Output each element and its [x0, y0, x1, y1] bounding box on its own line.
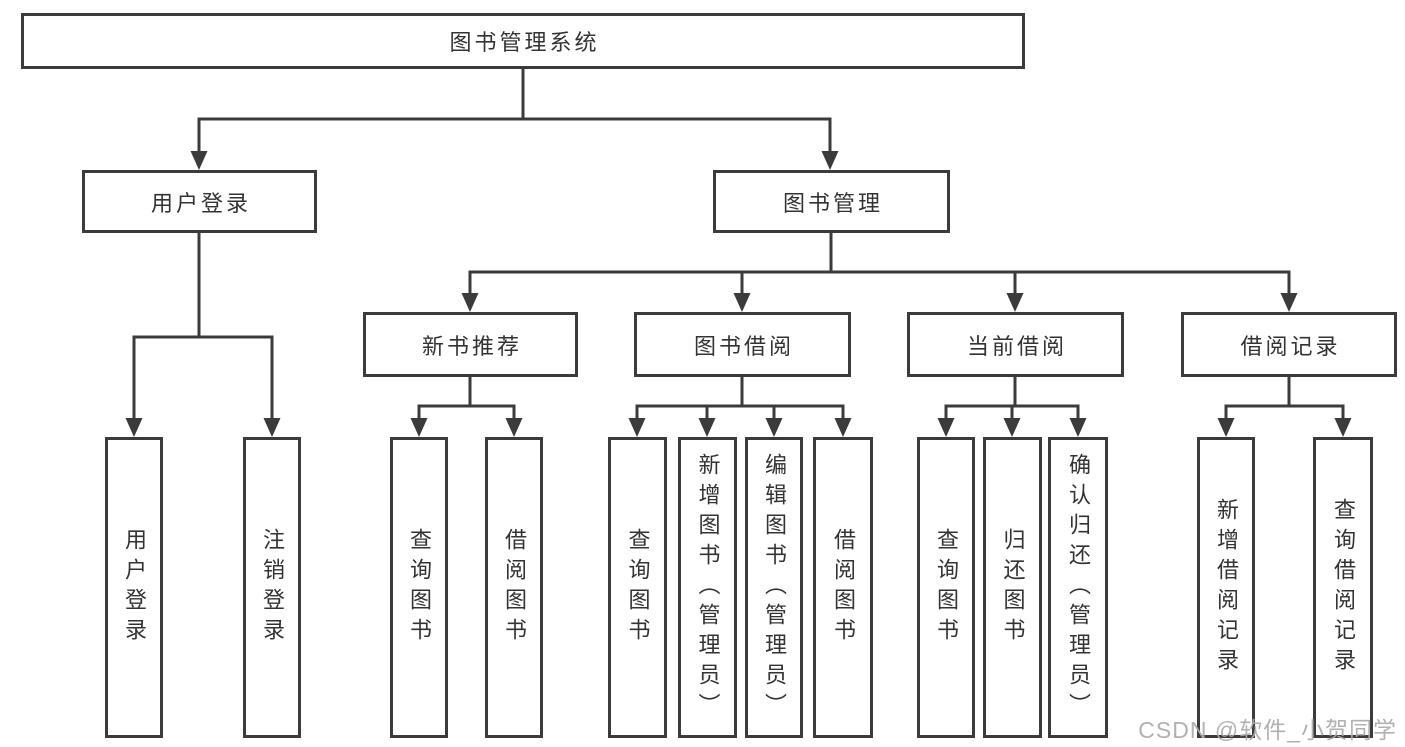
node-user-login-label: 用户登录 [150, 190, 251, 216]
leaf-recommend-query-books-label: 查询图书 [407, 527, 432, 648]
leaf-recommend-borrow-books: 借阅图书 [485, 437, 543, 738]
leaf-borrowing-edit-books-admin: 编辑图书（管理员） [745, 437, 803, 738]
leaf-borrowing-borrow-books-label: 借阅图书 [831, 527, 856, 648]
leaf-borrowing-query-books-label: 查询图书 [625, 527, 651, 648]
node-book-borrowing: 图书借阅 [634, 312, 851, 377]
leaf-current-return-books-label: 归还图书 [1000, 527, 1026, 648]
node-book-management: 图书管理 [713, 170, 950, 233]
leaf-records-query-record: 查询借阅记录 [1313, 437, 1373, 738]
leaf-recommend-borrow-books-label: 借阅图书 [502, 527, 527, 648]
leaf-current-return-books: 归还图书 [983, 437, 1042, 738]
node-current-borrowing-label: 当前借阅 [966, 333, 1067, 359]
leaf-records-query-record-label: 查询借阅记录 [1331, 497, 1356, 678]
node-book-borrowing-label: 图书借阅 [693, 333, 794, 359]
leaf-borrowing-query-books: 查询图书 [608, 437, 667, 738]
node-new-book-recommend-label: 新书推荐 [421, 333, 522, 359]
leaf-logout-label: 注销登录 [260, 527, 285, 648]
leaf-user-login: 用户登录 [105, 437, 163, 738]
leaf-current-confirm-return-admin: 确认归还（管理员） [1048, 437, 1108, 738]
node-library-system-label: 图书管理系统 [449, 30, 600, 55]
leaf-user-login-label: 用户登录 [122, 527, 147, 648]
node-user-login: 用户登录 [82, 170, 317, 233]
leaf-logout: 注销登录 [243, 437, 301, 738]
leaf-current-query-books: 查询图书 [917, 437, 975, 738]
node-current-borrowing: 当前借阅 [907, 312, 1124, 377]
node-new-book-recommend: 新书推荐 [363, 312, 578, 377]
leaf-borrowing-edit-books-admin-label: 编辑图书（管理员） [762, 452, 787, 723]
leaf-borrowing-add-books-admin: 新增图书（管理员） [678, 437, 737, 738]
node-library-system: 图书管理系统 [21, 13, 1025, 69]
leaf-borrowing-borrow-books: 借阅图书 [813, 437, 873, 738]
leaf-current-confirm-return-admin-label: 确认归还（管理员） [1066, 452, 1091, 723]
leaf-recommend-query-books: 查询图书 [390, 437, 448, 738]
node-book-management-label: 图书管理 [782, 190, 883, 216]
leaf-records-add-record-label: 新增借阅记录 [1214, 497, 1239, 678]
leaf-current-query-books-label: 查询图书 [934, 527, 959, 648]
csdn-watermark: CSDN @软件_小贺同学 [1138, 717, 1397, 743]
node-borrow-records-label: 借阅记录 [1240, 333, 1341, 359]
node-borrow-records: 借阅记录 [1181, 312, 1397, 377]
leaf-records-add-record: 新增借阅记录 [1197, 437, 1255, 738]
leaf-borrowing-add-books-admin-label: 新增图书（管理员） [695, 452, 721, 723]
